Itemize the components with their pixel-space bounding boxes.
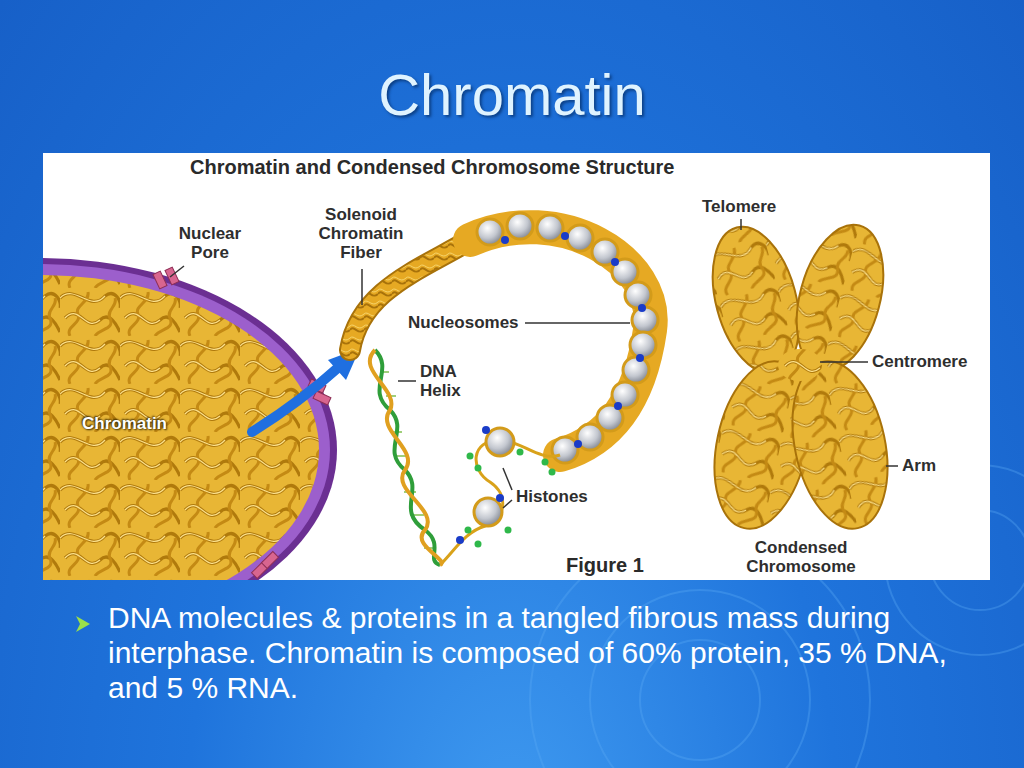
part-label: Condensed Chromosome	[718, 538, 884, 576]
nuclear-membrane	[43, 258, 337, 580]
figure-number: Figure 1	[566, 554, 644, 577]
histone-h1-dots	[501, 232, 646, 448]
leader-lines	[170, 219, 898, 508]
nucleosome-beads	[477, 213, 658, 463]
histone-dots	[456, 426, 504, 544]
figure-heading: Chromatin and Condensed Chromosome Struc…	[190, 156, 675, 179]
part-label: Telomere	[702, 197, 776, 216]
part-label: Histones	[516, 487, 588, 506]
bullet-text: DNA molecules & proteins in a tangled fi…	[108, 600, 988, 705]
nuclear-pores	[153, 267, 331, 578]
part-label: Nuclear Pore	[170, 224, 250, 262]
condensed-chromosome	[698, 215, 902, 537]
zoom-arrow	[252, 366, 340, 432]
part-label: Centromere	[872, 352, 967, 371]
nucleosome-cores	[474, 428, 514, 526]
part-label: Solenoid Chromatin Fiber	[305, 205, 417, 262]
part-label: Arm	[902, 456, 936, 475]
slide-title: Chromatin	[0, 62, 1024, 128]
chromatin-tangle	[43, 275, 319, 580]
part-label: DNA Helix	[420, 362, 472, 400]
part-label: Nucleosomes	[408, 313, 519, 332]
part-label: Chromatin	[82, 414, 167, 434]
coiled-fiber	[470, 227, 651, 455]
nuclear-membrane-inner	[43, 264, 330, 580]
bullet-arrow	[76, 616, 90, 632]
